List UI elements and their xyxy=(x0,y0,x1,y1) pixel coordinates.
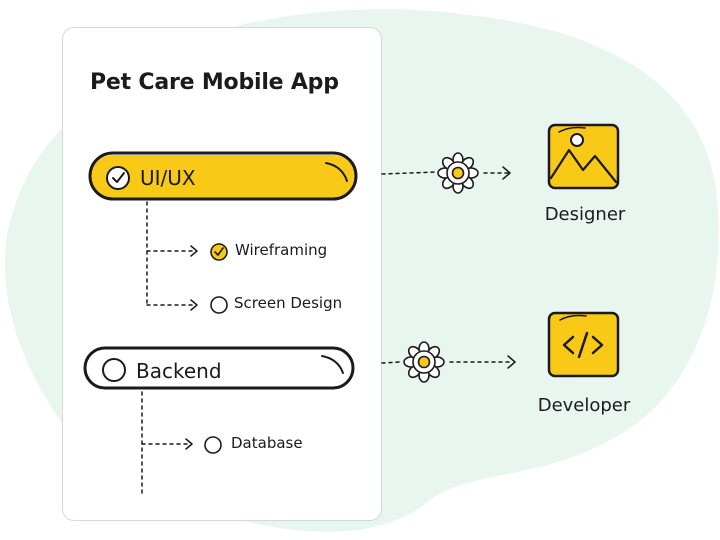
card-title: Pet Care Mobile App xyxy=(90,70,339,95)
wireframing-label: Wireframing xyxy=(235,241,328,259)
uiux-check-icon[interactable] xyxy=(106,166,130,190)
database-checkbox-icon[interactable] xyxy=(204,436,222,454)
designer-connector xyxy=(381,166,511,180)
developer-label: Developer xyxy=(537,395,631,416)
uiux-task-label: UI/UX xyxy=(140,166,196,190)
database-label: Database xyxy=(231,434,303,452)
screen-design-label: Screen Design xyxy=(234,294,343,312)
designer-gear-icon xyxy=(437,152,479,194)
developer-gear-icon xyxy=(403,341,445,383)
backend-task-label: Backend xyxy=(136,359,222,383)
backend-pill[interactable] xyxy=(83,346,355,390)
uiux-pill[interactable] xyxy=(88,151,358,201)
wireframing-check-icon[interactable] xyxy=(210,243,228,261)
task-card xyxy=(62,27,382,521)
uiux-subtree-connectors xyxy=(146,201,198,311)
image-icon xyxy=(547,123,620,190)
developer-connector xyxy=(381,355,516,369)
backend-subtree-connectors xyxy=(141,391,193,495)
backend-checkbox-icon[interactable] xyxy=(102,358,126,382)
code-icon xyxy=(547,311,620,378)
designer-label: Designer xyxy=(544,204,626,225)
screen-design-checkbox-icon[interactable] xyxy=(210,296,228,314)
